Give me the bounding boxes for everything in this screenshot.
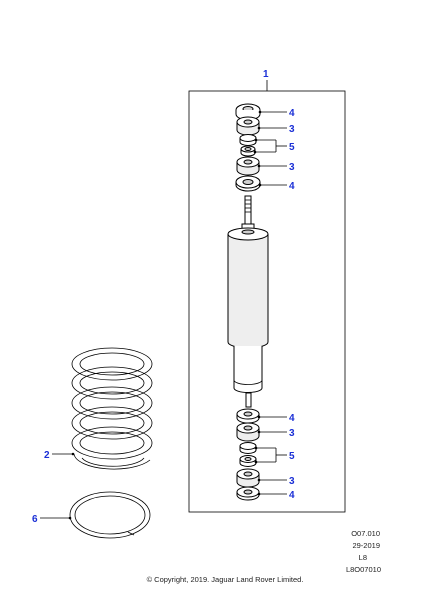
callout-lower-4-top[interactable]: 4 [289, 413, 295, 424]
callout-lower-3-bottom[interactable]: 3 [289, 476, 295, 487]
shock-body [227, 234, 269, 349]
callout-2[interactable]: 2 [44, 450, 50, 461]
diagram-l8: L8 [359, 553, 367, 562]
upper-bush-stack [235, 103, 261, 192]
diagram-code: O07.010 [351, 529, 380, 538]
callout-1[interactable]: 1 [263, 69, 269, 80]
upper-leaders [253, 110, 287, 187]
lower-leaders [254, 415, 287, 496]
callout-upper-3-bottom[interactable]: 3 [289, 162, 295, 173]
spring-seat-ring [69, 491, 151, 539]
shock-absorber [227, 195, 269, 408]
callout-upper-4-bottom[interactable]: 4 [289, 181, 295, 192]
callout-lower-3-top[interactable]: 3 [289, 428, 295, 439]
copyright-notice: © Copyright, 2019. Jaguar Land Rover Lim… [147, 575, 304, 584]
diagram-ref: L8O07010 [346, 565, 381, 574]
callout-upper-4-top[interactable]: 4 [289, 108, 295, 119]
callout-upper-5[interactable]: 5 [289, 142, 295, 153]
coil-spring [71, 347, 153, 470]
callout-6[interactable]: 6 [32, 514, 38, 525]
callout-lower-5[interactable]: 5 [289, 451, 295, 462]
callout-lower-4-bottom[interactable]: 4 [289, 490, 295, 501]
diagram-date: 29-2019 [352, 541, 380, 550]
lower-bush-stack [236, 408, 260, 501]
callout-upper-3-top[interactable]: 3 [289, 124, 295, 135]
shock-lower-tube [233, 346, 263, 393]
